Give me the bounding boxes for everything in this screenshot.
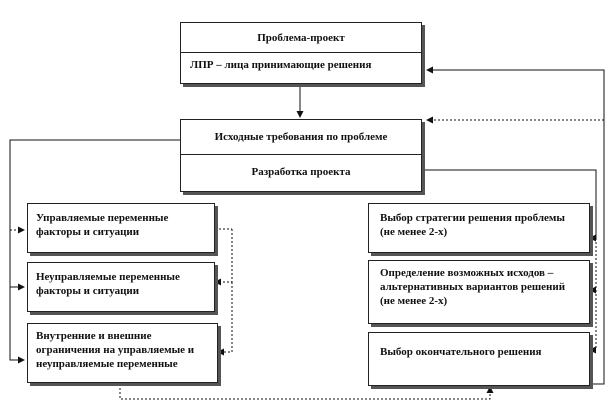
project-development-label: Разработка проекта [251,166,351,178]
outcomes-definition-text: Определение возможных исходов – альтерна… [380,267,566,307]
dotted-right-outcomes-to-final [589,290,597,354]
uncontrolled-variables-box: Неуправляемые переменные факторы и ситуа… [27,262,215,312]
final-decision-text: Выбор окончательного решения [380,346,542,358]
controlled-variables-box: Управляемые переменные факторы и ситуаци… [27,203,215,253]
dotted-loop-box2-box3 [217,282,233,356]
left-bus-line [9,139,180,364]
constraints-box: Внутренние и внешние ограничения на упра… [27,323,218,383]
dotted-bottom-return [119,384,494,400]
strategy-choice-box: Выбор стратегии решения проблемы (не мен… [368,203,590,253]
dotted-right-strategy-to-outcomes [589,238,597,294]
top-box-divider [181,52,421,53]
initial-requirements-label: Исходные требования по проблеме [214,131,388,143]
center-box-divider [181,154,421,155]
requirements-development-box: Исходные требования по проблеме Разработ… [180,119,422,192]
problem-project-title: Проблема-проект [257,32,345,44]
outcomes-definition-box: Определение возможных исходов – альтерна… [368,260,590,324]
decision-makers-label: ЛПР – лица принимающие решения [190,59,372,71]
dotted-loop-box1-box2 [214,229,233,286]
final-decision-box: Выбор окончательного решения [368,332,590,386]
uncontrolled-variables-text: Неуправляемые переменные факторы и ситуа… [36,271,180,297]
right-bus-line [420,169,597,242]
feedback-to-top-box [426,66,605,385]
problem-project-box: Проблема-проект ЛПР – лица принимающие р… [180,22,422,84]
constraints-text: Внутренние и внешние ограничения на упра… [36,330,195,370]
strategy-choice-text: Выбор стратегии решения проблемы (не мен… [380,212,565,238]
controlled-variables-text: Управляемые переменные факторы и ситуаци… [36,212,169,238]
